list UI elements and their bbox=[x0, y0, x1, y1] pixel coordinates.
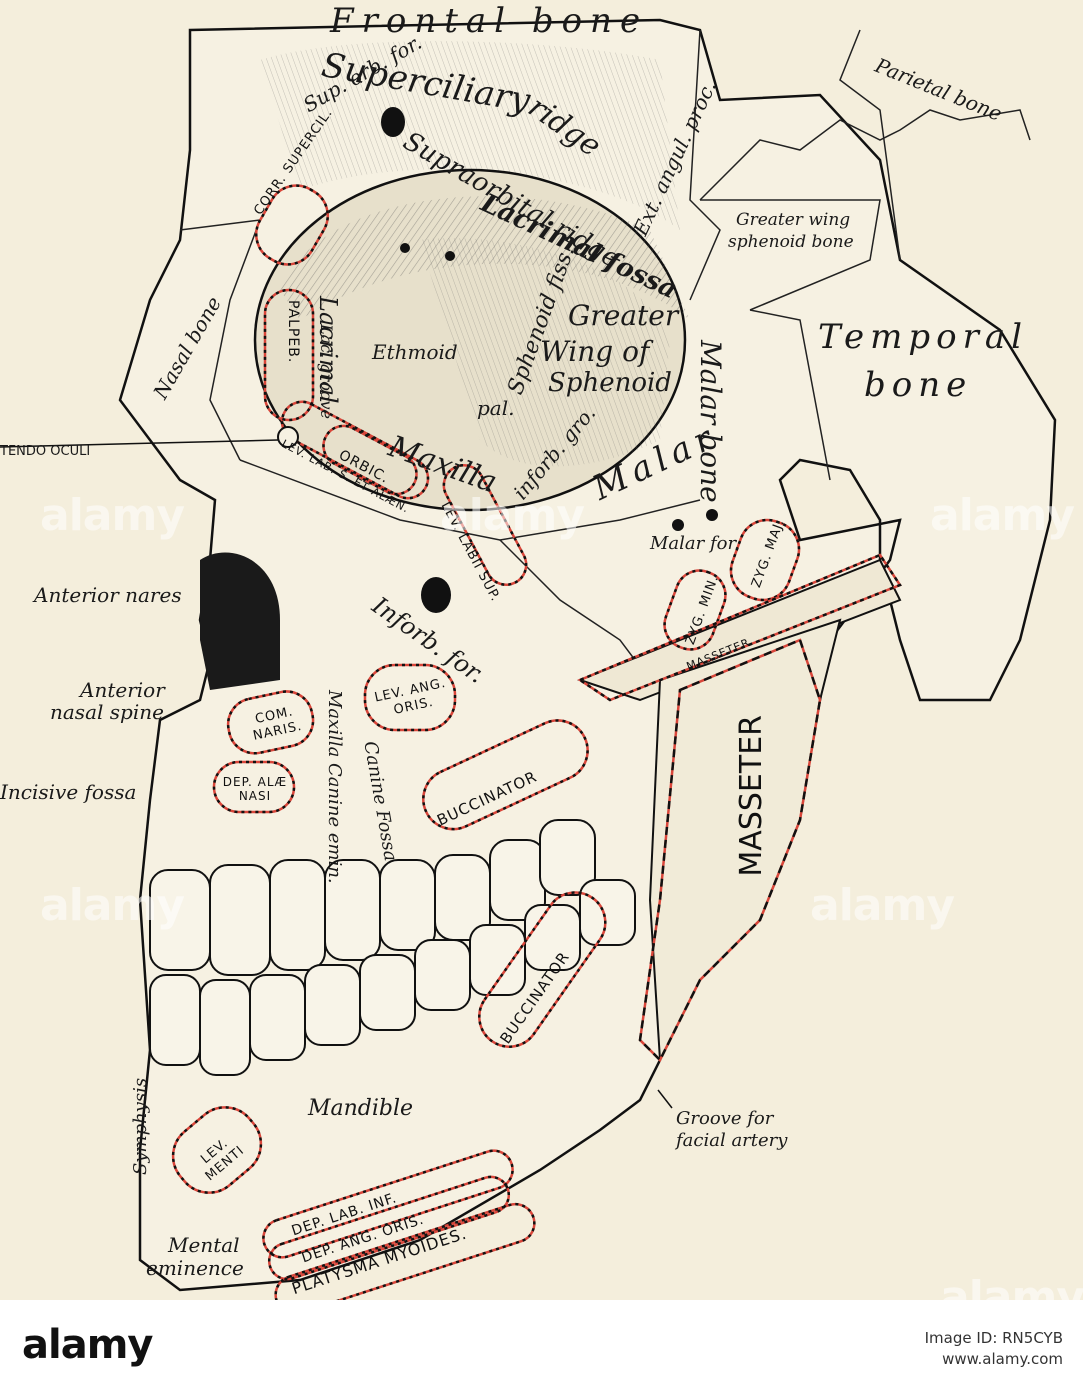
label-incisive-fossa: Incisive fossa bbox=[0, 780, 137, 804]
lower-teeth bbox=[149, 879, 636, 1076]
label-ethmoid: Ethmoid bbox=[372, 340, 458, 364]
label-greater-wing-1: Greater wing bbox=[736, 210, 851, 230]
tendo-oculi-marker bbox=[277, 426, 299, 448]
malar-foramen-2 bbox=[706, 509, 718, 521]
upper-teeth bbox=[149, 819, 596, 976]
muscle-masseter-big: MASSETER bbox=[734, 715, 769, 877]
label-mental-2: eminence bbox=[146, 1256, 244, 1280]
footer-bar: alamy Image ID: RN5CYB www.alamy.com bbox=[0, 1300, 1083, 1390]
muscle-palpeb: PALPEB. bbox=[285, 300, 301, 364]
label-pal: pal. bbox=[477, 396, 515, 420]
anatomy-plate: Frontal bone Superciliary ridge Sup. orb… bbox=[0, 1, 1083, 1323]
label-wing-of: Wing of bbox=[540, 335, 650, 368]
label-lac-groove: Lac. groove bbox=[317, 324, 336, 419]
label-temporal: Temporal bbox=[818, 317, 1029, 357]
label-temporal-bone: bone bbox=[864, 365, 973, 405]
skull-drawing bbox=[0, 18, 1057, 1300]
muscle-dep-alae-nasi: DEP. ALÆ NASI bbox=[222, 775, 288, 804]
site-url[interactable]: www.alamy.com bbox=[942, 1350, 1063, 1368]
label-symphysis: Symphysis bbox=[130, 1077, 151, 1175]
nasal-aperture bbox=[200, 552, 280, 690]
label-malar-for: Malar for. bbox=[650, 533, 740, 554]
label-anterior-nasal-spine-1: Anterior bbox=[80, 678, 165, 702]
infraorbital-foramen bbox=[421, 577, 451, 613]
watermark-3: alamy bbox=[930, 490, 1075, 541]
watermark-2: alamy bbox=[440, 490, 585, 541]
image-id: Image ID: RN5CYB bbox=[924, 1329, 1063, 1347]
muscle-outlines bbox=[171, 184, 902, 1300]
label-mandible: Mandible bbox=[308, 1096, 414, 1121]
label-anterior-nasal-spine-2: nasal spine bbox=[50, 700, 164, 724]
label-maxilla-canine: Maxilla Canine emin. bbox=[324, 690, 345, 884]
image-id-block: Image ID: RN5CYB www.alamy.com bbox=[925, 1328, 1063, 1370]
watermark-4: alamy bbox=[40, 880, 185, 931]
label-frontal-bone: Frontal bone bbox=[330, 1, 649, 41]
malar-foramen-1 bbox=[672, 519, 684, 531]
supraorbital-foramen bbox=[381, 107, 405, 137]
label-anterior-nares: Anterior nares bbox=[34, 583, 182, 607]
label-tendo-oculi: TENDO OCULI bbox=[0, 444, 91, 459]
label-sphenoid: Sphenoid bbox=[548, 368, 672, 398]
watermark-5: alamy bbox=[810, 880, 955, 931]
brand-logo[interactable]: alamy bbox=[22, 1322, 153, 1368]
label-mental-1: Mental bbox=[168, 1233, 240, 1257]
tendo-oculi-leader bbox=[0, 439, 279, 448]
watermark-1: alamy bbox=[40, 490, 185, 541]
label-greater-wing-2: sphenoid bone bbox=[728, 232, 854, 252]
label-greater: Greater bbox=[568, 299, 679, 332]
label-groove-2: facial artery bbox=[676, 1130, 788, 1151]
label-groove-1: Groove for bbox=[676, 1108, 774, 1129]
